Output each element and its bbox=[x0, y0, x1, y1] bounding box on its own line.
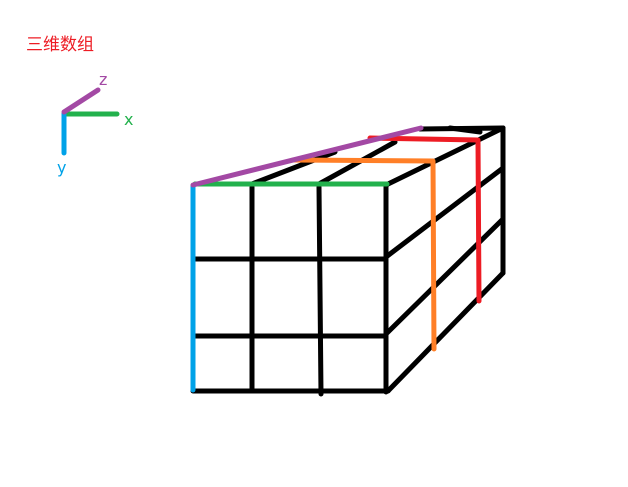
diagram-title: 三维数组 bbox=[26, 35, 94, 55]
red-slice bbox=[367, 135, 482, 304]
z-axis-arrow bbox=[61, 87, 101, 115]
orange-slice bbox=[290, 157, 437, 352]
top-back-tick bbox=[447, 125, 483, 135]
right-hline-1 bbox=[383, 165, 506, 260]
z-axis-label: z bbox=[99, 70, 108, 89]
axis-indicator bbox=[61, 87, 120, 156]
cube-grid bbox=[190, 125, 506, 397]
right-hline-2 bbox=[383, 216, 506, 337]
x-axis-label: x bbox=[124, 110, 134, 129]
top-depth-1 bbox=[249, 149, 338, 187]
top-right-edge bbox=[383, 125, 506, 188]
top-left-edge bbox=[190, 125, 424, 188]
front-vline-2 bbox=[316, 184, 324, 397]
top-depth-2 bbox=[316, 139, 398, 187]
right-bottom-edge bbox=[385, 270, 506, 394]
y-axis-label: y bbox=[57, 158, 67, 177]
